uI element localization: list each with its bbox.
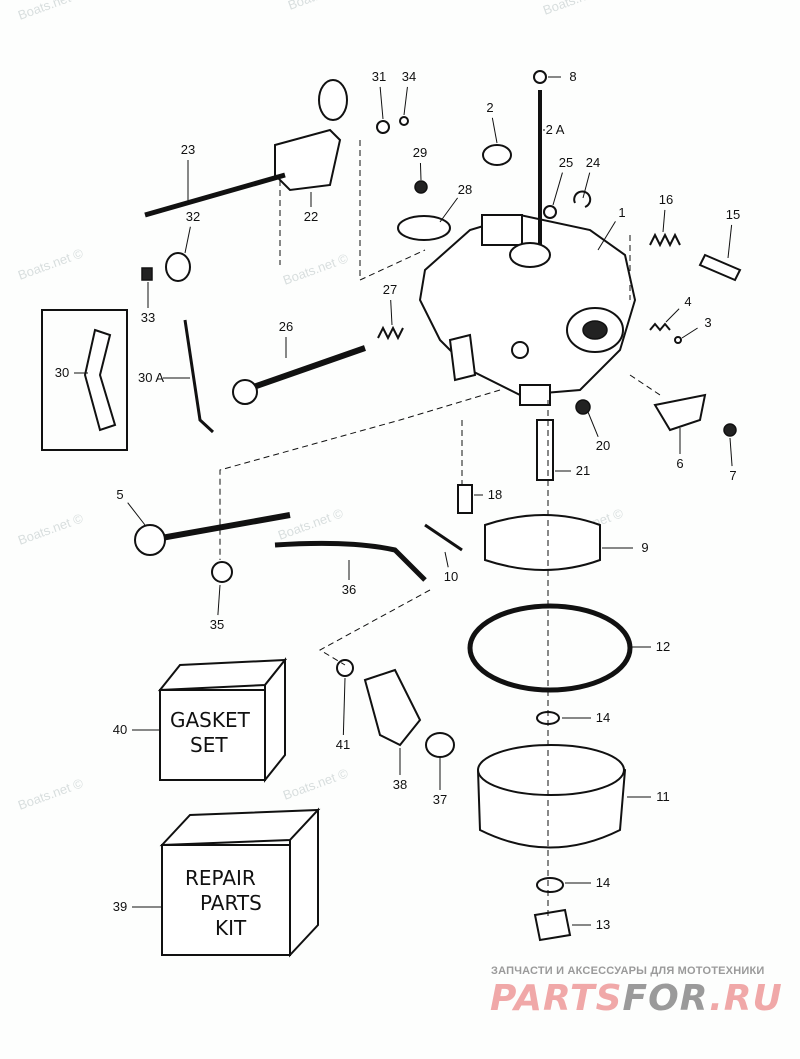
- watermark-text: Boats.net ©: [16, 245, 86, 283]
- callout-leader: [379, 86, 384, 120]
- callout-41: 41: [336, 737, 350, 752]
- callout-26: 26: [279, 319, 293, 334]
- watermark-text: Boats.net ©: [276, 505, 346, 543]
- callout-30: 30: [55, 365, 69, 380]
- callout-13: 13: [596, 917, 610, 932]
- callout-33: 33: [141, 310, 155, 325]
- callout-34: 34: [402, 69, 416, 84]
- callout-10: 10: [444, 569, 458, 584]
- assembly-dashed-lines: [219, 140, 661, 920]
- callout-24: 24: [586, 155, 600, 170]
- callout-22: 22: [304, 209, 318, 224]
- callout-leader: [552, 172, 563, 206]
- watermark-text: Boats.net ©: [16, 0, 86, 23]
- logo-part1: PARTS: [490, 978, 623, 1019]
- callout-38: 38: [393, 777, 407, 792]
- callout-5: 5: [116, 487, 123, 502]
- callout-leader: [403, 86, 408, 116]
- callout-leader: [184, 226, 191, 254]
- logo-part2: FOR: [622, 978, 710, 1019]
- gasket-set-line1: GASKET: [170, 708, 251, 732]
- watermark-text: Boats.net ©: [541, 0, 611, 18]
- callout-2: 2: [486, 100, 493, 115]
- callout-3: 3: [704, 315, 711, 330]
- callout-leader: [681, 327, 698, 339]
- callout-leader: [729, 437, 733, 467]
- callout-leader: [217, 584, 221, 616]
- repair-kit-line3: KIT: [215, 916, 247, 940]
- callout-7: 7: [729, 468, 736, 483]
- callout-32: 32: [186, 209, 200, 224]
- logo-part3: .RU: [709, 978, 783, 1019]
- callout-9: 9: [641, 540, 648, 555]
- callout-1: 1: [618, 205, 625, 220]
- watermark-text: Boats.net ©: [286, 0, 356, 13]
- repair-kit-line1: REPAIR: [185, 866, 256, 890]
- carburetor-body: [418, 213, 637, 406]
- callout-28: 28: [458, 182, 472, 197]
- callout-4: 4: [684, 294, 691, 309]
- callout-15: 15: [726, 207, 740, 222]
- callout-leader: [439, 197, 459, 223]
- watermark-text: Boats.net ©: [281, 765, 351, 803]
- callout-37: 37: [433, 792, 447, 807]
- callout-31: 31: [372, 69, 386, 84]
- callout-leader: [127, 502, 146, 526]
- callout-39: 39: [113, 899, 127, 914]
- gasket-set-line2: SET: [190, 733, 228, 757]
- callout-leader: [597, 221, 616, 251]
- callout-leader: [444, 551, 449, 568]
- footer-tagline: ЗАПЧАСТИ И АКСЕССУАРЫ ДЛЯ МОТОТЕХНИКИ: [491, 965, 765, 977]
- callout-36: 36: [342, 582, 356, 597]
- callout-leader: [390, 299, 393, 326]
- callout-29: 29: [413, 145, 427, 160]
- callout-2a: 2 A: [546, 122, 565, 137]
- callout-leader: [419, 162, 422, 181]
- callout-35: 35: [210, 617, 224, 632]
- callout-40: 40: [113, 722, 127, 737]
- callout-27: 27: [383, 282, 397, 297]
- callout-18: 18: [488, 487, 502, 502]
- callout-8: 8: [569, 69, 576, 84]
- watermark-text: Boats.net ©: [281, 250, 351, 288]
- callout-21: 21: [576, 463, 590, 478]
- callout-14: 14: [596, 710, 610, 725]
- callout-25: 25: [559, 155, 573, 170]
- parts: [41, 70, 742, 958]
- callout-leader: [662, 209, 666, 233]
- callout-12: 12: [656, 639, 670, 654]
- callout-20: 20: [596, 438, 610, 453]
- callout-16: 16: [659, 192, 673, 207]
- callout-14: 14: [596, 875, 610, 890]
- callout-6: 6: [676, 456, 683, 471]
- callout-leader: [587, 411, 599, 438]
- callout-23: 23: [181, 142, 195, 157]
- callout-11: 11: [656, 789, 670, 804]
- callout-leader: [342, 677, 346, 736]
- callout-30a: 30 A: [138, 370, 164, 385]
- callout-leader: [727, 224, 733, 259]
- repair-kit-line2: PARTS: [200, 891, 262, 915]
- callout-leader: [491, 117, 498, 144]
- watermark-text: Boats.net ©: [16, 775, 86, 813]
- watermark-text: Boats.net ©: [16, 510, 86, 548]
- partsfor-logo[interactable]: PARTSFOR.RU: [490, 978, 783, 1019]
- callout-leader: [665, 308, 680, 323]
- callout-leader: [582, 172, 591, 199]
